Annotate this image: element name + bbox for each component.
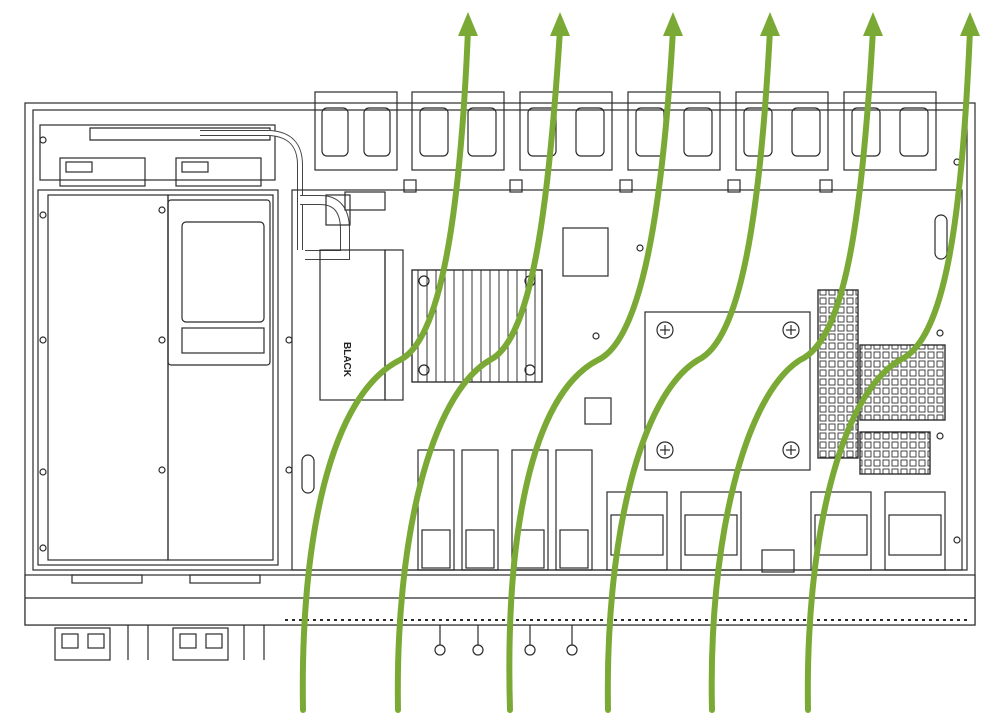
led-strip-left [71, 574, 143, 584]
port-row [417, 449, 946, 573]
front-knobs [434, 625, 578, 656]
airflow-arrow-1 [299, 27, 471, 713]
heatsink-left [411, 269, 543, 383]
chassis [24, 91, 976, 661]
arrowhead-1 [458, 12, 478, 36]
fan-module-5 [735, 91, 833, 193]
airflow-arrow-2 [394, 27, 563, 713]
connector-left [59, 157, 146, 187]
airflow-arrow-4 [604, 27, 773, 713]
airflow-arrow-5 [708, 27, 876, 713]
power-supply-bay [37, 189, 279, 566]
power-connectors [54, 625, 265, 661]
arrowhead-3 [663, 12, 683, 36]
fan-module-1 [314, 91, 417, 193]
airflow-arrowheads [458, 12, 980, 36]
led-strip-right [189, 574, 261, 584]
grid-heatsink [817, 289, 859, 459]
fan-module-3 [519, 91, 633, 193]
arrowhead-2 [550, 12, 570, 36]
connector-right [175, 157, 262, 187]
arrowhead-5 [863, 12, 883, 36]
airflow-arrows [299, 27, 973, 713]
fan-row [314, 91, 937, 193]
power-supply-module [167, 199, 271, 366]
heatsink-right [644, 311, 811, 471]
arrowhead-6 [960, 12, 980, 36]
airflow-arrow-3 [506, 27, 676, 713]
cable-label: BLACK [341, 342, 352, 378]
airflow-arrow-6 [804, 27, 973, 713]
fan-module-4 [627, 91, 741, 193]
arrowhead-4 [760, 12, 780, 36]
front-panel [24, 574, 976, 626]
